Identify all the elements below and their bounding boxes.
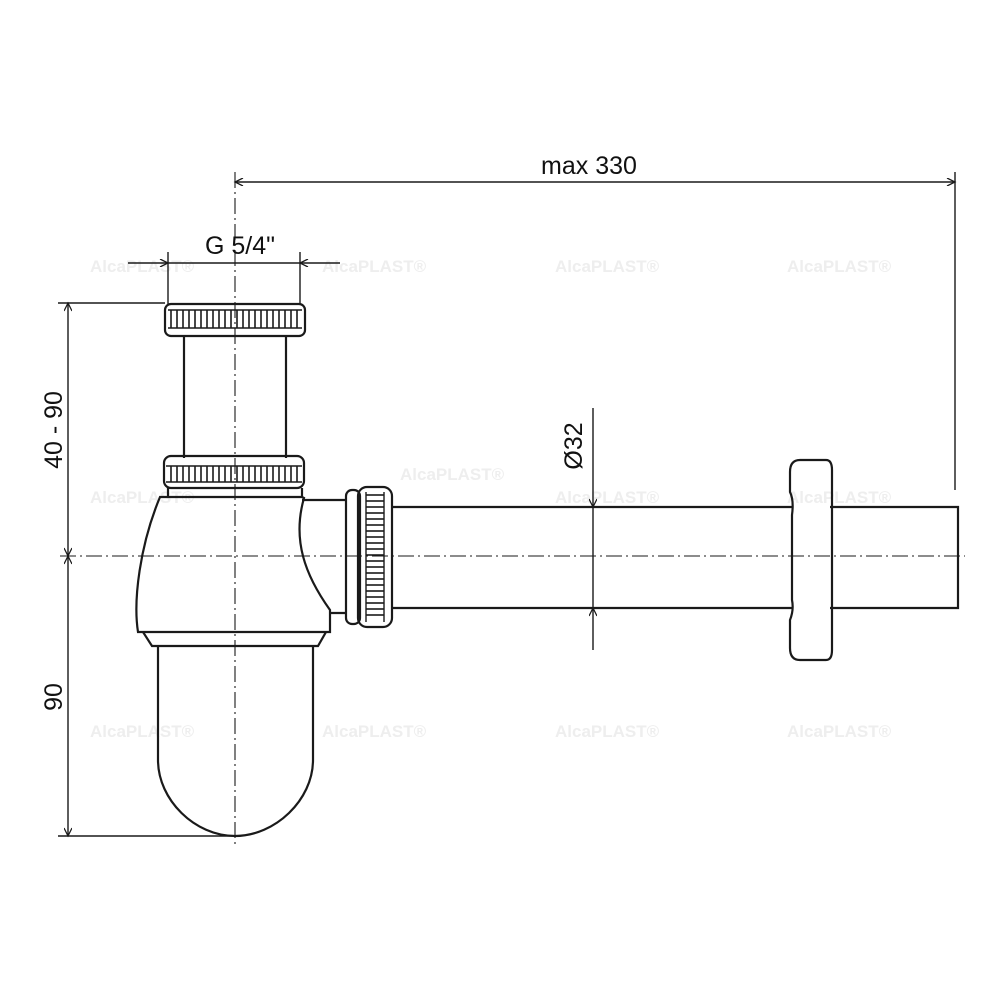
watermark: AlcaPLAST® bbox=[787, 722, 892, 741]
watermark: AlcaPLAST® bbox=[322, 257, 427, 276]
dimension-overall-length: max 330 bbox=[235, 152, 955, 490]
watermark: AlcaPLAST® bbox=[787, 488, 892, 507]
trap-depth-label: 90 bbox=[40, 683, 68, 711]
watermark: AlcaPLAST® bbox=[787, 257, 892, 276]
dimension-heights: 40 - 90 90 bbox=[40, 303, 235, 836]
watermark: AlcaPLAST® bbox=[400, 465, 505, 484]
dimension-pipe-diameter: Ø32 bbox=[560, 408, 593, 650]
thread-label: G 5/4" bbox=[205, 232, 275, 260]
outlet-pipe bbox=[392, 505, 960, 610]
inlet-height-label: 40 - 90 bbox=[40, 391, 68, 469]
wall-rosette bbox=[788, 458, 834, 662]
top-nut bbox=[163, 302, 307, 338]
watermark: AlcaPLAST® bbox=[322, 722, 427, 741]
watermark: AlcaPLAST® bbox=[555, 257, 660, 276]
outlet-nut bbox=[344, 485, 394, 629]
watermarks: AlcaPLAST® AlcaPLAST® AlcaPLAST® AlcaPLA… bbox=[90, 257, 892, 741]
inlet-tube bbox=[182, 336, 288, 458]
watermark: AlcaPLAST® bbox=[90, 257, 195, 276]
dimension-thread: G 5/4" bbox=[128, 232, 340, 304]
watermark: AlcaPLAST® bbox=[555, 722, 660, 741]
overall-length-label: max 330 bbox=[541, 152, 637, 180]
watermark: AlcaPLAST® bbox=[90, 722, 195, 741]
watermark: AlcaPLAST® bbox=[555, 488, 660, 507]
trap-body bbox=[135, 495, 346, 838]
body-nut bbox=[162, 454, 306, 497]
pipe-diameter-label: Ø32 bbox=[560, 422, 588, 469]
